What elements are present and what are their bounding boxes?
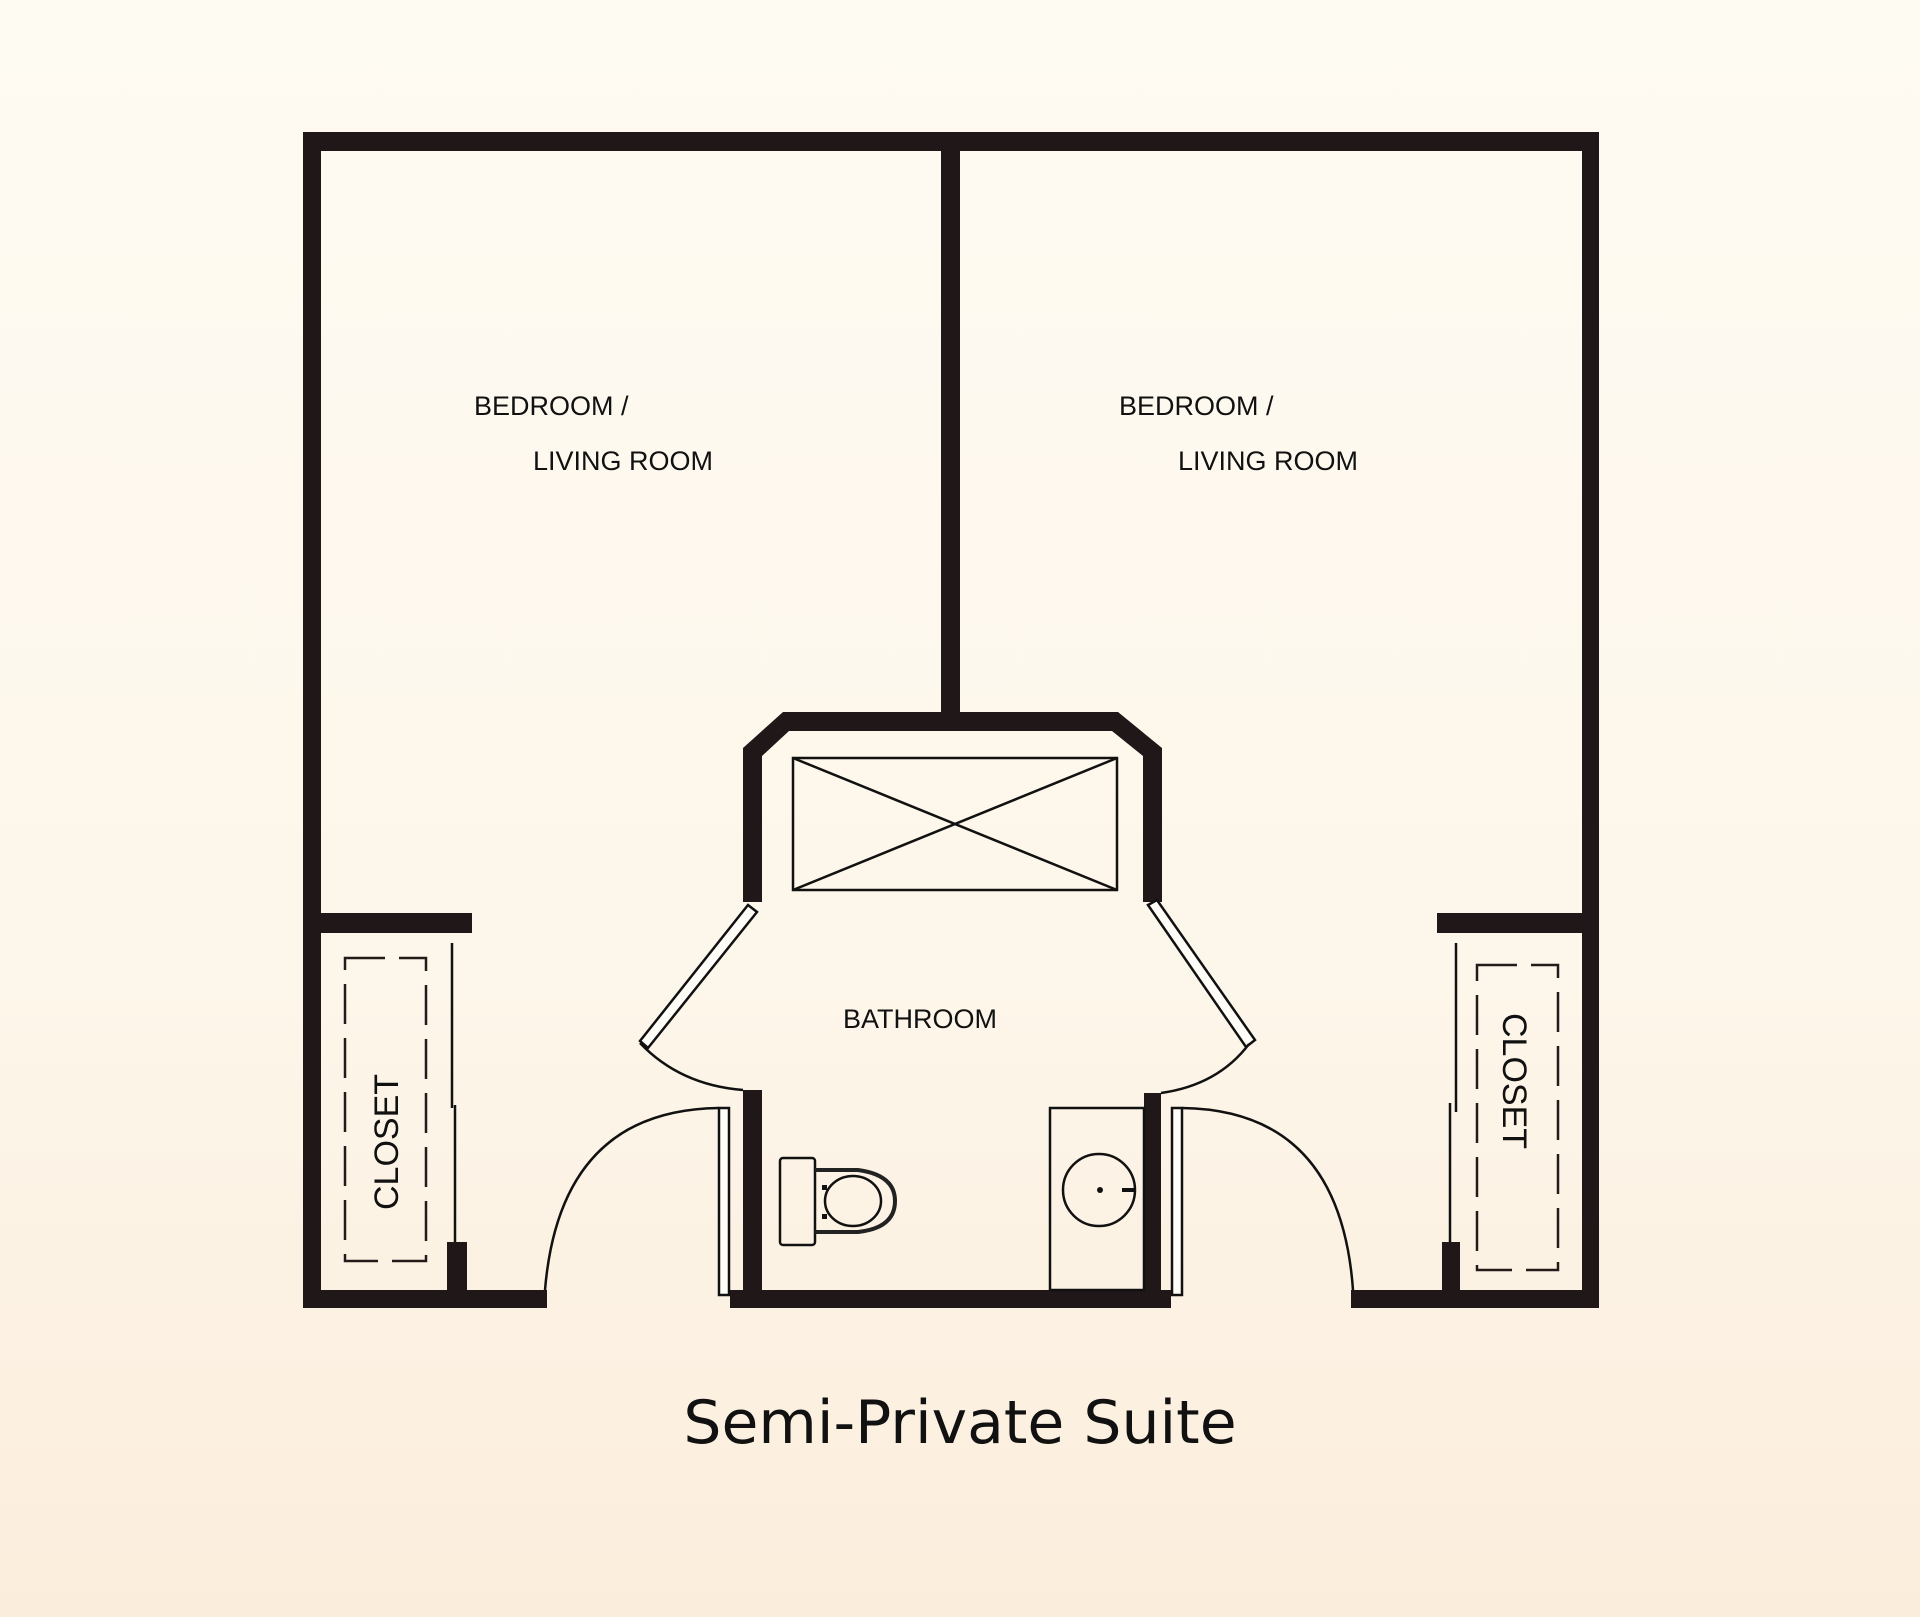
right-bedroom-label-line1: BEDROOM / [1119, 391, 1274, 421]
left-closet-rod [343, 956, 428, 1263]
right-closet-stub [1442, 1242, 1460, 1302]
right-closet-rod [1475, 963, 1560, 1272]
left-bedroom-label-line2: LIVING ROOM [533, 446, 713, 476]
left-closet-stub [447, 1242, 467, 1302]
left-closet-label: CLOSET [368, 1074, 406, 1210]
left-entry-door[interactable] [543, 1106, 731, 1297]
right-bedroom-label-line2: LIVING ROOM [1178, 446, 1358, 476]
bathroom-walls [743, 712, 1162, 1308]
left-closet-wall [303, 913, 472, 933]
right-closet-sliding-door[interactable] [1448, 943, 1458, 1242]
shower [791, 756, 1119, 892]
left-closet-sliding-door[interactable] [450, 943, 457, 1242]
bathroom-right-door[interactable] [1146, 898, 1257, 1095]
outer-walls [303, 132, 1599, 1308]
toilet-icon [778, 1156, 898, 1247]
bathroom-label: BATHROOM [843, 1004, 997, 1034]
left-bedroom-label-line1: BEDROOM / [474, 391, 629, 421]
bathroom-left-door[interactable] [638, 903, 759, 1092]
plan-title: Semi-Private Suite [683, 1388, 1236, 1458]
sink-icon [1048, 1106, 1146, 1292]
right-entry-door[interactable] [1170, 1106, 1355, 1297]
right-closet-label: CLOSET [1495, 1013, 1533, 1149]
center-divider-wall [941, 132, 960, 722]
right-closet-wall [1437, 913, 1599, 933]
